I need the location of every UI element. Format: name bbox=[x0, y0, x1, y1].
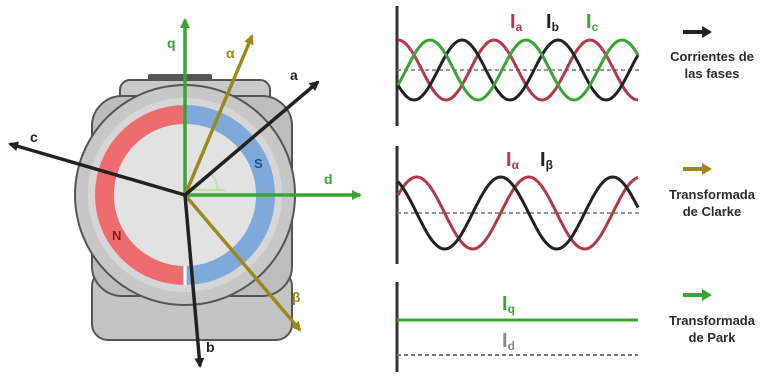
alpha-axis-arrow bbox=[183, 34, 254, 196]
beta-current-wave bbox=[396, 175, 640, 251]
pole-n-label: N bbox=[112, 228, 121, 243]
legend-clarke-text: Transformada de Clarke bbox=[652, 186, 772, 220]
id-label: Id bbox=[502, 330, 515, 353]
beta-axis-label: β bbox=[292, 289, 301, 305]
park-panel: Iq Id bbox=[395, 282, 638, 372]
ia-label: Ia bbox=[510, 11, 523, 34]
q-axis-label: q bbox=[167, 35, 176, 51]
legend-park-line1: Transformada bbox=[669, 313, 755, 328]
legend-clarke-line1: Transformada bbox=[669, 187, 755, 202]
legend-phases-line1: Corrientes de bbox=[670, 49, 754, 64]
iq-label: Iq bbox=[502, 293, 515, 316]
phase-a-wave bbox=[397, 38, 639, 102]
legend-park-arrow bbox=[683, 289, 712, 301]
legend-park-line2: de Park bbox=[688, 330, 736, 345]
legend-phases-text: Corrientes de las fases bbox=[652, 48, 772, 82]
phase-b-wave bbox=[396, 38, 640, 102]
beta-axis-arrow bbox=[183, 193, 302, 332]
legend-arrows bbox=[683, 26, 712, 301]
alpha-current-wave bbox=[396, 175, 639, 251]
ialpha-label: Iα bbox=[506, 149, 520, 172]
legend-phases-line2: las fases bbox=[684, 66, 740, 81]
ic-label: Ic bbox=[586, 11, 599, 34]
b-axis-label: b bbox=[206, 339, 215, 355]
rotor-north-pole bbox=[95, 105, 185, 285]
b-axis-arrow bbox=[183, 194, 205, 368]
a-axis-arrow bbox=[183, 80, 320, 197]
legend-clarke-arrow bbox=[683, 163, 712, 175]
vector-diagram: q α a c d β b bbox=[8, 18, 362, 368]
a-axis-label: a bbox=[290, 67, 298, 83]
legend-park-text: Transformada de Park bbox=[652, 312, 772, 346]
d-axis-label: d bbox=[324, 171, 333, 187]
ibeta-label: Iβ bbox=[540, 149, 553, 172]
pole-s-label: S bbox=[254, 156, 263, 171]
phase-currents-panel: Ia Ib Ic bbox=[395, 6, 640, 126]
c-axis-arrow bbox=[8, 141, 186, 197]
legend-phases-arrow bbox=[683, 26, 712, 38]
alpha-axis-label: α bbox=[226, 45, 235, 61]
clarke-panel: Iα Iβ bbox=[395, 146, 640, 264]
rotor-south-pole bbox=[185, 105, 275, 285]
c-axis-label: c bbox=[30, 129, 38, 145]
phase-c-wave bbox=[396, 38, 640, 102]
ib-label: Ib bbox=[546, 11, 559, 34]
legend-clarke-line2: de Clarke bbox=[682, 204, 742, 219]
